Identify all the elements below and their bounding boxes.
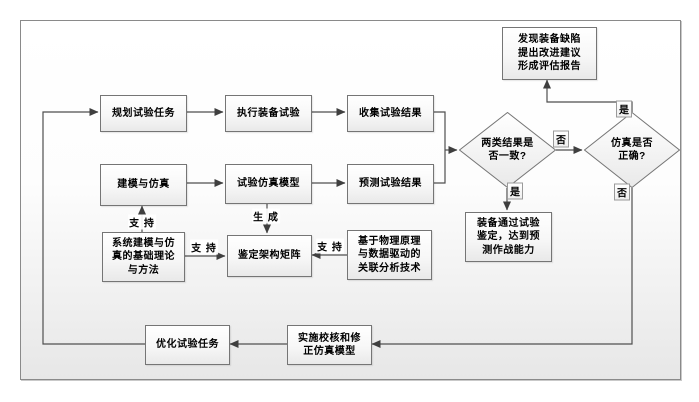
edge-label-support-right: 支 持 xyxy=(316,238,344,254)
decision-simulation-correct: 仿真是否 正确? xyxy=(584,112,680,188)
node-defect-report: 发现装备缺陷 提出改进建议 形成评估报告 xyxy=(502,27,597,80)
node-plan-test-tasks: 规划试验任务 xyxy=(100,95,187,132)
edge-label-generate: 生 成 xyxy=(252,208,280,224)
node-physics-data-analysis: 基于物理原理 与数据驱动的 关联分析技术 xyxy=(347,230,432,280)
node-predict-test-results: 预测试验结果 xyxy=(347,164,434,204)
node-verify-correct-model: 实施校核和修 正仿真模型 xyxy=(287,325,372,365)
edge-label-support-up: 支 持 xyxy=(128,214,156,230)
edge-label-support-left: 支 持 xyxy=(190,239,218,255)
node-test-simulation-model: 试验仿真模型 xyxy=(225,164,312,204)
edge-label-yes-to-report: 是 xyxy=(616,100,632,118)
edge-label-no-between-decisions: 否 xyxy=(553,130,569,148)
node-execute-equipment-test: 执行装备试验 xyxy=(225,95,312,132)
node-qualification-matrix: 鉴定架构矩阵 xyxy=(227,235,312,277)
node-optimize-test-tasks: 优化试验任务 xyxy=(145,325,230,365)
node-equipment-qualified: 装备通过试验 鉴定，达到预 测作战能力 xyxy=(465,212,552,262)
decision-results-consistent-label: 两类结果是 否一致? xyxy=(481,138,534,162)
node-modeling-theory: 系统建模与仿 真的基础理论 与方法 xyxy=(102,232,185,282)
decision-results-consistent: 两类结果是 否一致? xyxy=(459,112,556,188)
edge-label-yes-below-consistent: 是 xyxy=(507,182,523,200)
decision-simulation-correct-label: 仿真是否 正确? xyxy=(611,138,653,162)
edge-label-no-below-correct: 否 xyxy=(614,183,630,201)
node-modeling-simulation: 建模与仿真 xyxy=(100,164,187,206)
node-collect-test-results: 收集试验结果 xyxy=(347,95,434,132)
